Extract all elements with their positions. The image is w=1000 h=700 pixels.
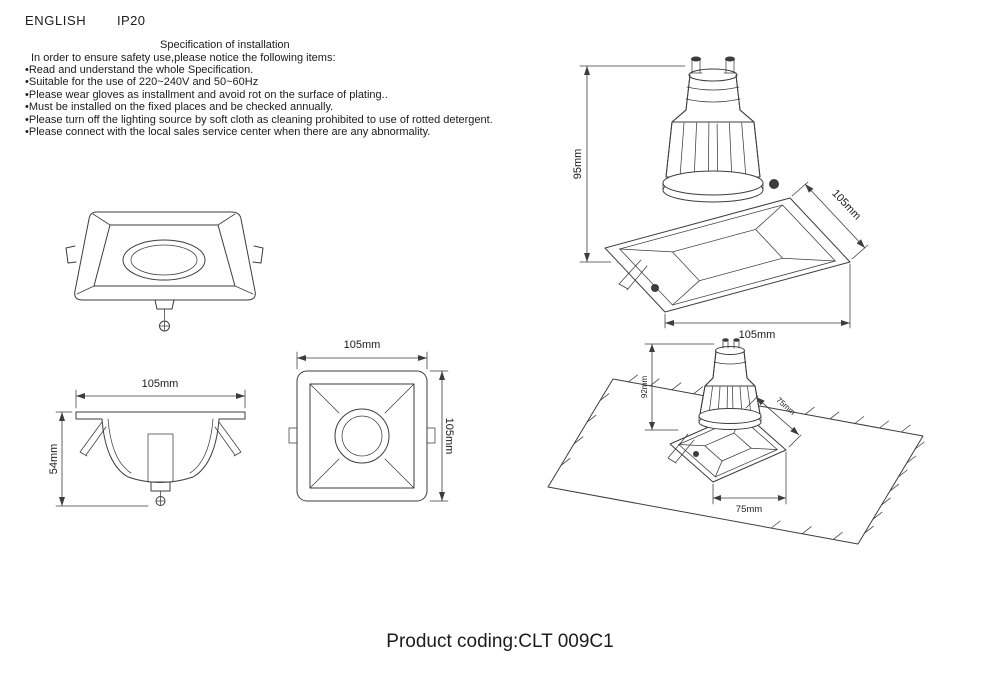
dim-label-side-width: 105mm: [142, 378, 179, 390]
note-item-1: •Read and understand the whole Specifica…: [25, 64, 254, 76]
dim-label-front-width: 105mm: [344, 339, 381, 351]
dimension-width: 105mm: [75, 378, 246, 409]
gu10-lamp: [662, 56, 779, 203]
note-item-4: •Must be installed on the fixed places a…: [25, 101, 334, 114]
note-item-2: •Suitable for the use of 220~240V and 50…: [25, 76, 259, 89]
dim-label-front-height: 105mm: [443, 418, 455, 455]
dimension-installed-height: 92mm: [640, 343, 715, 431]
drawing-assembled-view: 95mm 105mm 105mm: [572, 56, 869, 341]
note-item-5: •Please turn off the lighting source by …: [25, 113, 493, 126]
drawing-perspective-view: [65, 211, 264, 332]
dim-label-side-height: 54mm: [48, 444, 60, 475]
ceiling-panel: [547, 374, 925, 545]
trim-plate-3d: [604, 197, 851, 313]
gu10-lamp-installed: [667, 338, 762, 464]
drawing-installation-view: 92mm 75mm 75mm: [547, 338, 925, 545]
installation-notes: •Read and understand the whole Specifica…: [25, 64, 493, 138]
trim-body: [74, 211, 256, 301]
spec-title: Specification of installation: [160, 39, 290, 51]
trim-front-face: [288, 370, 436, 502]
product-coding: Product coding:CLT 009C1: [386, 631, 614, 652]
dim-label-installed-width: 75mm: [736, 504, 762, 515]
dimension-height: 54mm: [48, 411, 149, 507]
drawing-front-view: 105mm 105mm: [288, 339, 455, 502]
note-item-3: •Please wear gloves as installment and a…: [25, 88, 388, 101]
ip-rating-label: IP20: [117, 13, 146, 28]
fixture-side-profile: [75, 411, 246, 506]
spring-clips: [65, 245, 264, 264]
language-label: ENGLISH: [25, 13, 87, 28]
dimension-front-width: 105mm: [296, 339, 428, 370]
dim-label-assembled-side: 105mm: [829, 187, 863, 222]
dimension-installed-width: 75mm: [712, 451, 787, 515]
dimension-front-height: 105mm: [429, 370, 455, 502]
ring-screw: [769, 179, 779, 189]
dim-label-assembled-width: 105mm: [739, 329, 776, 341]
note-item-6: •Please connect with the local sales ser…: [25, 126, 431, 139]
dim-label-installed-height: 92mm: [640, 376, 649, 399]
dim-label-installed-side: 75mm: [774, 395, 797, 417]
spec-intro: In order to ensure safety use,please not…: [31, 52, 336, 64]
spring-clips-side: [79, 421, 242, 457]
dimension-assembled-height: 95mm: [572, 65, 686, 263]
dim-label-assembled-height: 95mm: [572, 149, 584, 180]
drawing-side-view: 105mm 54mm: [48, 378, 246, 507]
spring-clip-installed: [667, 433, 695, 464]
mounting-screw: [154, 299, 175, 332]
dimension-assembled-side: 105mm: [791, 181, 869, 260]
dimension-assembled-width: 105mm: [664, 263, 851, 341]
